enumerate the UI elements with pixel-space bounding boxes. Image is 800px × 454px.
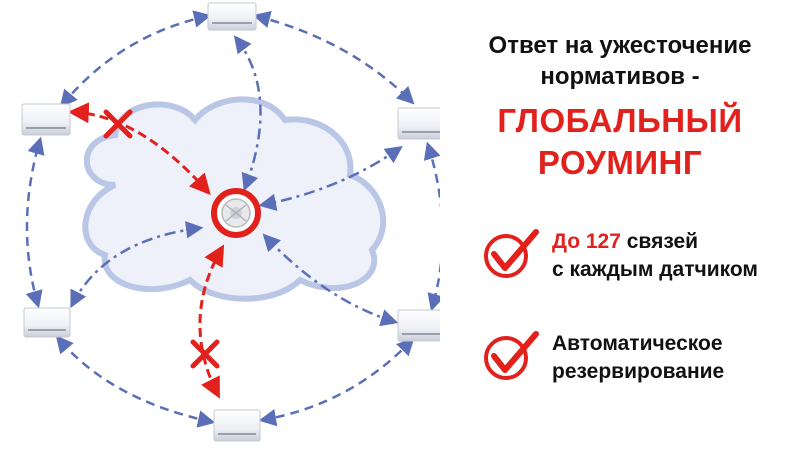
detector-bottom-right (397, 309, 440, 342)
link-bottomleft-to-topleft (25, 136, 45, 309)
link-bottomright-to-bottom (258, 337, 415, 427)
cross-mark-icon (103, 109, 133, 139)
link-bottomright-to-center (262, 233, 399, 327)
feature-links-highlight: До 127 (552, 230, 621, 253)
text-panel: Ответ на ужесточение нормативов - ГЛОБАЛ… (440, 0, 800, 454)
blocked-link-bottom (198, 244, 225, 399)
link-top-to-topright (252, 10, 415, 105)
center-links (70, 35, 403, 327)
feature-links-rest: связей (620, 230, 699, 253)
mesh-network-diagram (21, 2, 440, 442)
checkmark-icon (484, 229, 539, 278)
blocked-link-topleft (67, 102, 211, 196)
outer-ring-links (25, 10, 440, 428)
link-top-to-topleft (59, 10, 212, 108)
global-roaming-line-2: РОУМИНГ (537, 144, 703, 181)
link-topright-to-bottomright (423, 141, 440, 312)
detector-top-left (21, 103, 71, 136)
feature-links-text: До 127 связей с каждым датчиком (552, 228, 758, 284)
heading-line-2: нормативов - (540, 63, 700, 90)
detector-bottom (213, 409, 261, 442)
link-bottomleft-to-center (70, 221, 204, 309)
global-roaming-line-1: ГЛОБАЛЬНЫЙ (497, 102, 743, 139)
link-top-to-center (233, 35, 262, 192)
heading: Ответ на ужесточение нормативов - (440, 30, 800, 92)
global-roaming-title: ГЛОБАЛЬНЫЙ РОУМИНГ (440, 100, 800, 184)
feature-redundancy-line-1: Автоматическое (552, 332, 723, 355)
feature-redundancy-text: Автоматическое резервирование (552, 330, 724, 386)
feature-links-line-2: с каждым датчиком (552, 258, 758, 281)
feature-redundancy-line-2: резервирование (552, 360, 725, 383)
detector-top (207, 2, 257, 31)
checkmark-icon (484, 331, 539, 380)
heading-line-1: Ответ на ужесточение (488, 32, 752, 59)
detector-bottom-left (23, 307, 71, 338)
link-bottom-to-bottomleft (55, 335, 216, 428)
cross-mark-icon (190, 339, 220, 369)
detector-top-right (397, 107, 440, 140)
smoke-detector-icon (211, 188, 261, 238)
link-topright-to-center (258, 145, 403, 211)
blocked-links (67, 102, 225, 399)
